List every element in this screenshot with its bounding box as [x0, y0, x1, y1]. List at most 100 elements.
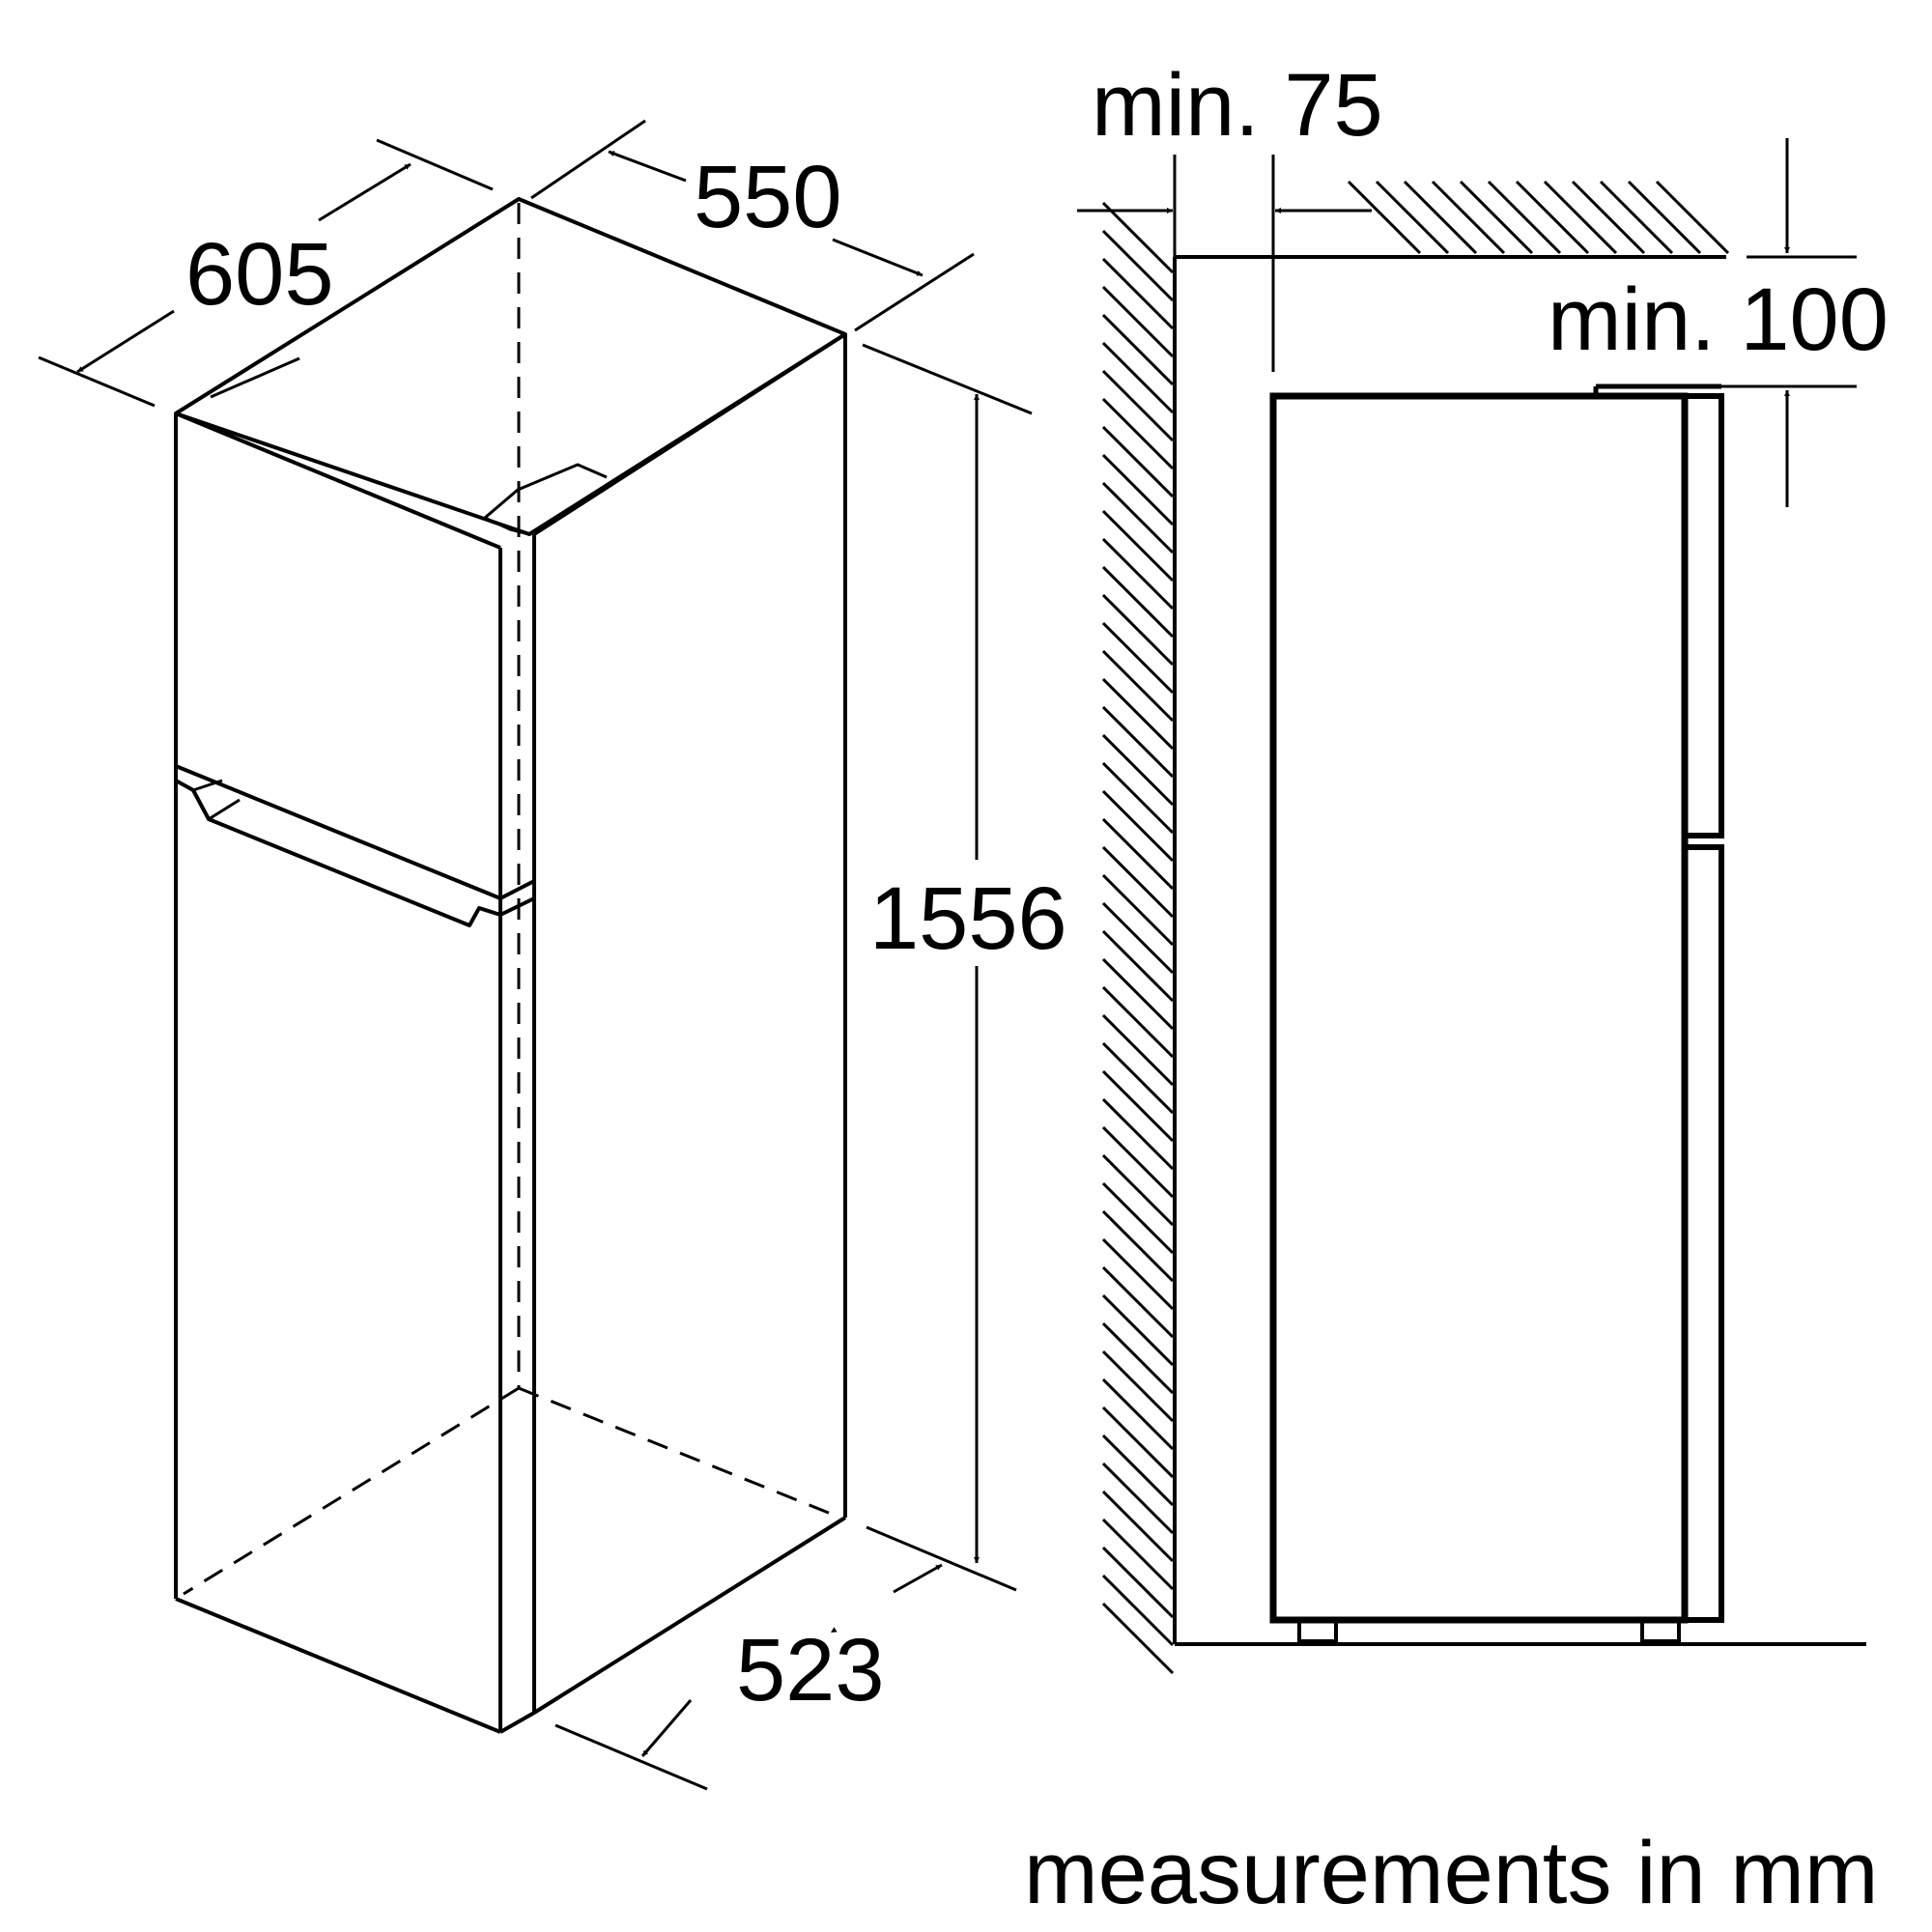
upper-door-bottom-right	[499, 879, 535, 900]
hatch-line	[1101, 1153, 1175, 1227]
hatch-line	[1101, 845, 1175, 919]
depth-arrow-upper	[608, 150, 687, 183]
bottom-depth-arrow-upper	[893, 1563, 943, 1594]
front-top-edge	[175, 412, 501, 550]
hatch-line	[1101, 509, 1175, 582]
units-caption: measurements in mm	[1024, 1824, 1878, 1922]
hatch-line	[1101, 985, 1175, 1059]
hatch-line	[1101, 285, 1175, 358]
hatch-line	[1101, 957, 1175, 1031]
door-edge-3	[499, 1711, 535, 1734]
hatch-line	[1431, 180, 1506, 255]
hatch-line	[1101, 341, 1175, 414]
right-dimension-lines	[1077, 138, 1857, 507]
hatch-line	[1101, 1293, 1175, 1367]
hatch-line	[1101, 1546, 1175, 1619]
bottom-depth-arrow-lower	[640, 1699, 693, 1757]
lower-door-top	[175, 779, 535, 927]
hatch-line	[1101, 593, 1175, 667]
hatch-line	[1101, 1462, 1175, 1535]
hatch-line	[1101, 1574, 1175, 1647]
appliance-body	[1269, 392, 1689, 1624]
hatch-line	[1101, 929, 1175, 1003]
hatch-line	[1347, 180, 1422, 255]
hatch-line	[1101, 313, 1175, 386]
front-bottom-edge	[175, 1597, 501, 1734]
installation-side-view	[1101, 180, 1866, 1675]
lower-handle-recess	[192, 779, 223, 792]
hatch-line	[1655, 180, 1730, 255]
hatch-line	[1101, 537, 1175, 611]
hatch-line	[1403, 180, 1478, 255]
hatch-line	[1101, 705, 1175, 779]
hatch-line	[1101, 1097, 1175, 1171]
lower-handle-recess-2	[208, 798, 241, 821]
hatch-line	[1101, 1013, 1175, 1087]
width-arrow-upper	[318, 162, 412, 222]
hatch-line	[1101, 901, 1175, 975]
hatch-line	[1101, 789, 1175, 863]
hatch-line	[1101, 1518, 1175, 1591]
hatch-line	[1101, 677, 1175, 751]
hatch-line	[1101, 481, 1175, 554]
upper-door-bottom	[175, 764, 501, 900]
appliance-3d-view	[174, 197, 847, 1734]
hatch-line	[1101, 1181, 1175, 1255]
depth-arrow-lower	[832, 238, 923, 277]
top-clearance-label: min. 100	[1548, 270, 1889, 369]
hatch-line	[1101, 257, 1175, 330]
hatch-line	[1101, 733, 1175, 807]
hatch-line	[1571, 180, 1646, 255]
wall-clearance-label: min. 75	[1092, 56, 1383, 155]
top-hinge-detail-2	[484, 516, 530, 536]
hatch-line	[1101, 1434, 1175, 1507]
rear-foot	[1297, 1618, 1338, 1643]
hatch-line	[1101, 649, 1175, 723]
front-foot	[1640, 1618, 1681, 1643]
ceiling-hatching	[1347, 180, 1730, 255]
left-dimension-lines	[38, 119, 1033, 1791]
hatch-line	[1101, 1209, 1175, 1283]
hatch-line	[1101, 1602, 1175, 1675]
hatch-line	[1101, 621, 1175, 695]
hatch-line	[1101, 1041, 1175, 1115]
lower-door	[1682, 844, 1724, 1623]
top-hinge-detail	[484, 463, 608, 520]
hatch-line	[1101, 453, 1175, 526]
width-arrow-lower	[76, 309, 175, 374]
hatch-line	[1101, 873, 1175, 947]
hatch-line	[1101, 425, 1175, 498]
hatch-line	[1459, 180, 1534, 255]
hidden-bottom-left	[183, 1386, 520, 1596]
hatch-line	[1101, 1406, 1175, 1479]
depth-label: 550	[694, 148, 842, 246]
hatch-line	[1101, 201, 1175, 274]
upper-door	[1682, 393, 1724, 838]
hatch-line	[1487, 180, 1562, 255]
hatch-line	[1515, 180, 1590, 255]
hatch-line	[1101, 565, 1175, 639]
hatch-line	[1101, 229, 1175, 302]
hatch-line	[1101, 1490, 1175, 1563]
hatch-line	[1543, 180, 1618, 255]
hatch-line	[1101, 817, 1175, 891]
height-label: 1556	[869, 869, 1067, 968]
hatch-line	[1101, 1350, 1175, 1423]
top-handle-detail	[210, 356, 300, 399]
width-label: 605	[185, 225, 334, 324]
hatch-line	[1375, 180, 1450, 255]
bottom-depth-label: 523	[736, 1621, 885, 1719]
hatch-line	[1101, 761, 1175, 835]
hatch-line	[1101, 1237, 1175, 1311]
hatch-line	[1101, 369, 1175, 442]
hatch-line	[1101, 1069, 1175, 1143]
hatch-line	[1101, 1265, 1175, 1339]
hatch-line	[1101, 1378, 1175, 1451]
wall-hatching	[1101, 201, 1175, 1675]
hidden-bottom-right	[518, 1386, 841, 1520]
hatch-line	[1101, 1125, 1175, 1199]
right-top-edge	[532, 332, 847, 536]
hatch-line	[1101, 397, 1175, 470]
hatch-line	[1599, 180, 1674, 255]
